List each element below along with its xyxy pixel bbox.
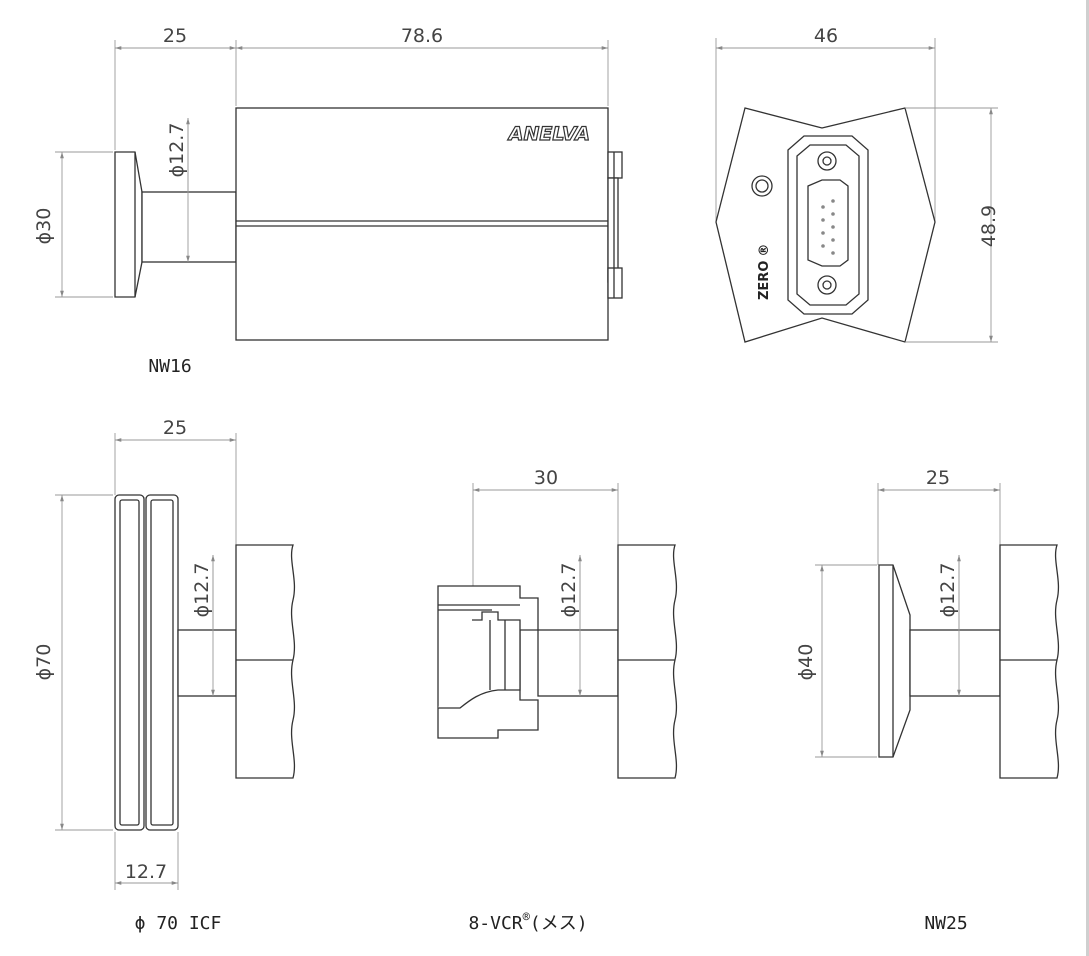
nw25-flange <box>878 564 911 758</box>
dim-label-vcr-phi12-7: ϕ12.7 <box>558 563 580 618</box>
vcr-body-section <box>617 544 678 779</box>
nw16-side-view: 25 78.6 ϕ30 ϕ12.7 ANELVA NW16 <box>33 25 623 377</box>
dim-label-nw25-phi12-7: ϕ12.7 <box>937 563 959 618</box>
nw25-view: 25 ϕ40 ϕ12.7 NW25 <box>795 467 1060 934</box>
zero-reg-mark: ® <box>757 244 772 257</box>
nw16-flange <box>114 151 143 298</box>
connector-screw-bottom <box>607 267 623 299</box>
caption-nw16: NW16 <box>148 356 191 377</box>
vcr-tube <box>537 629 619 697</box>
dim-label-nw25-25: 25 <box>926 467 950 489</box>
svg-text:ZERO®: ZERO ® <box>757 244 772 300</box>
caption-vcr8-reg: ® <box>523 910 531 924</box>
dim-label-phi40: ϕ40 <box>795 644 817 681</box>
vcr8-view: 30 ϕ12.7 8-VCR®(メス) <box>437 467 678 934</box>
anelva-logo: ANELVA <box>507 123 590 145</box>
connector-screw-top <box>607 151 623 179</box>
zero-label: ZERO <box>757 261 772 300</box>
end-view: 46 48.9 ZERO ® <box>715 25 1000 343</box>
dsub-connector-icon <box>787 135 869 315</box>
dim-label-vcr-30: 30 <box>534 467 558 489</box>
dim-label-48-9: 48.9 <box>978 205 1000 247</box>
dim-label-46: 46 <box>814 25 838 47</box>
zero-button-icon <box>751 175 773 197</box>
vcr-gland <box>438 611 521 709</box>
caption-icf70: ϕ 70 ICF <box>135 913 222 934</box>
icf-body-section <box>235 544 296 779</box>
caption-vcr8-suffix: (メス) <box>530 913 588 934</box>
icf-flange-left <box>114 494 145 831</box>
caption-vcr8: 8-VCR®(メス) <box>468 910 587 934</box>
dim-label-phi30: ϕ30 <box>33 208 55 245</box>
dim-label-25: 25 <box>163 25 187 47</box>
dim-label-phi70: ϕ70 <box>33 644 55 681</box>
icf-tube <box>177 629 237 697</box>
connector-side <box>607 177 619 283</box>
dim-label-icf-12-7: 12.7 <box>125 861 167 883</box>
dim-label-78-6: 78.6 <box>401 25 443 47</box>
nw16-tube <box>141 191 237 263</box>
caption-nw25: NW25 <box>924 913 967 934</box>
gauge-body <box>235 107 609 341</box>
right-edge-border <box>1086 0 1089 956</box>
dim-label-icf-25: 25 <box>163 417 187 439</box>
nw25-tube <box>909 629 1001 697</box>
dim-label-phi12-7: ϕ12.7 <box>166 123 188 178</box>
dim-label-icf-phi12-7: ϕ12.7 <box>191 563 213 618</box>
nw25-body-section <box>999 544 1060 779</box>
icf70-view: 25 ϕ70 ϕ12.7 12.7 ϕ 70 ICF <box>33 417 296 934</box>
